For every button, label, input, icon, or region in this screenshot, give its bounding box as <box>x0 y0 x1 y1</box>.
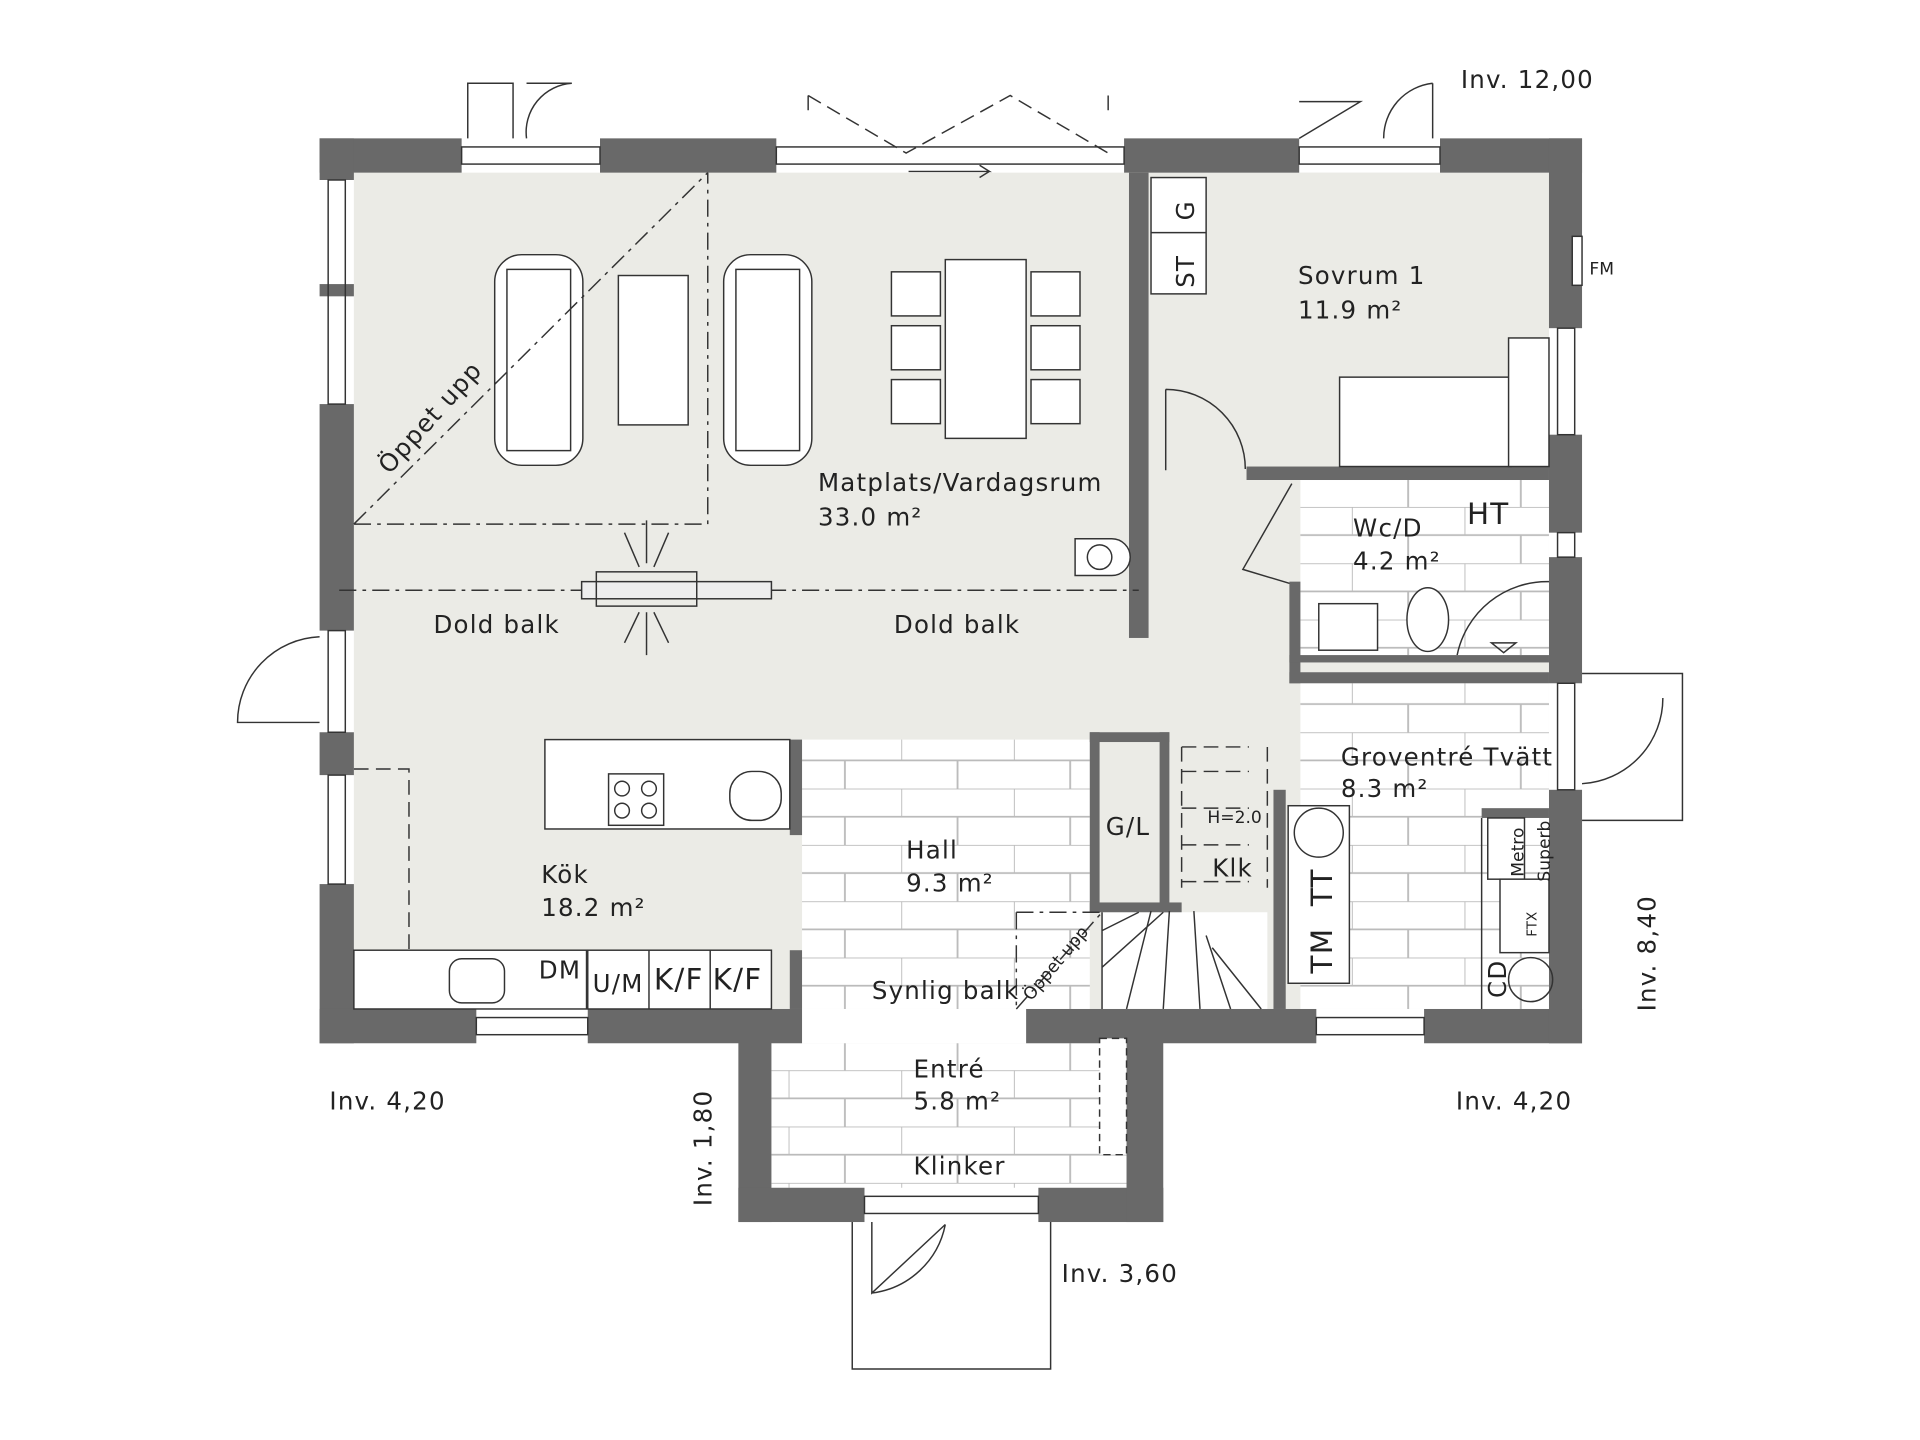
doors <box>236 82 1684 1370</box>
superb-label: Superb <box>1535 821 1555 882</box>
hidden-beam-label: Dold balk <box>433 610 559 639</box>
hidden-beam-label: Dold balk <box>894 610 1020 639</box>
kf-label: K/F <box>654 962 704 996</box>
hall-area: 9.3 m² <box>906 868 994 897</box>
level-right-bottom: Inv. 4,20 <box>1456 1086 1572 1115</box>
windows <box>327 146 1576 1215</box>
kf-label: K/F <box>713 962 763 996</box>
living-area: 33.0 m² <box>818 502 922 531</box>
laundry-name: Groventré Tvätt <box>1341 742 1553 771</box>
height-label: H=2.0 <box>1207 808 1261 828</box>
bedroom-area: 11.9 m² <box>1298 295 1402 324</box>
level-left-bottom: Inv. 4,20 <box>329 1086 445 1115</box>
ftx-label: FTX <box>1526 912 1541 937</box>
interior-walls <box>789 172 1549 1009</box>
cd-label: CD <box>1483 960 1512 998</box>
st-label: ST <box>1171 255 1200 288</box>
wc-name: Wc/D <box>1353 513 1423 542</box>
hall-name: Hall <box>906 835 958 864</box>
um-label: U/M <box>593 969 644 998</box>
g-label: G <box>1171 200 1200 220</box>
gl-label: G/L <box>1106 812 1151 841</box>
kitchen-name: Kök <box>541 860 589 889</box>
fm-label: FM <box>1589 259 1614 279</box>
wc-area: 4.2 m² <box>1353 546 1441 575</box>
outer-walls <box>319 138 1583 1223</box>
living-name: Matplats/Vardagsrum <box>818 468 1103 497</box>
floor-label: Klinker <box>913 1151 1005 1180</box>
furniture <box>353 176 1554 1156</box>
laundry-area: 8.3 m² <box>1341 774 1429 803</box>
tm-label: TM <box>1305 928 1339 975</box>
tt-label: TT <box>1305 868 1339 907</box>
bedroom-name: Sovrum 1 <box>1298 261 1426 290</box>
level-top-right: Inv. 12,00 <box>1461 65 1594 94</box>
dm-label: DM <box>539 955 581 984</box>
entry-name: Entré <box>913 1055 984 1084</box>
entry-area: 5.8 m² <box>913 1086 1001 1115</box>
visible-beam-label: Synlig balk <box>872 976 1019 1005</box>
kitchen-area: 18.2 m² <box>541 893 645 922</box>
ht-label: HT <box>1467 497 1509 531</box>
level-entry-left: Inv. 1,80 <box>688 1090 717 1206</box>
level-right-side: Inv. 8,40 <box>1633 895 1662 1011</box>
closet-label: Klk <box>1212 854 1253 883</box>
metro-label: Metro <box>1508 828 1528 877</box>
beams <box>339 172 1139 1010</box>
level-entry-bottom: Inv. 3,60 <box>1062 1259 1178 1288</box>
